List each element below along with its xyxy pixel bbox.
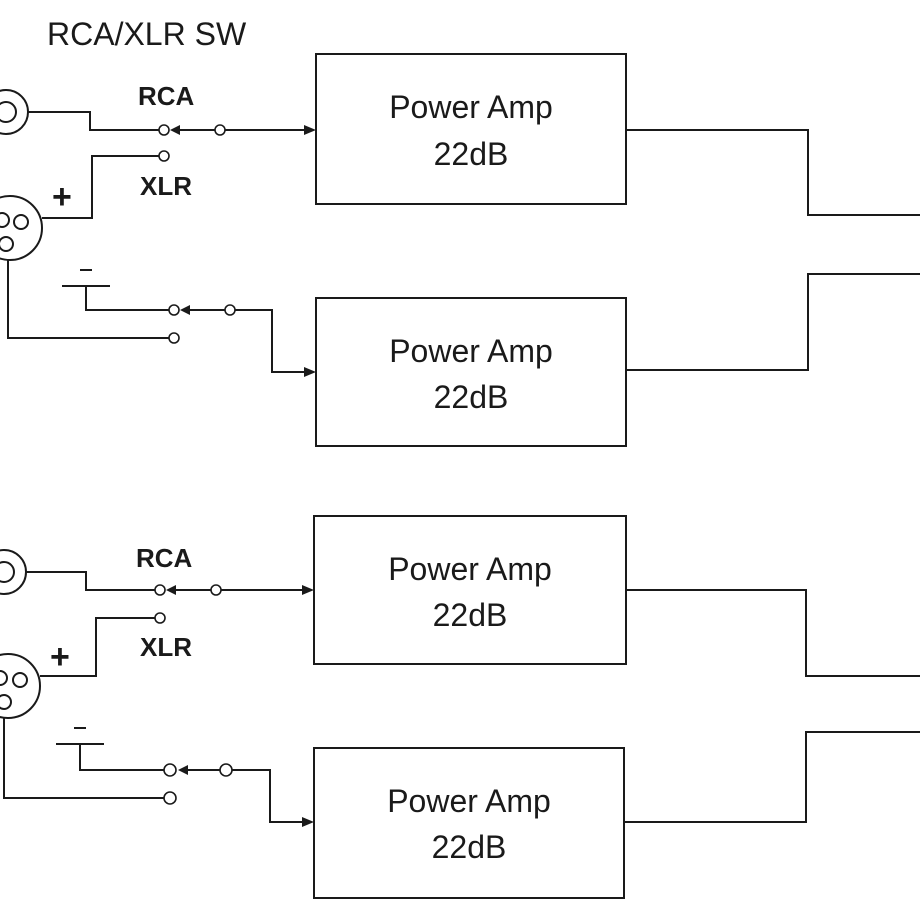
xlr-negative-wire <box>7 260 170 339</box>
signal-wire <box>232 769 306 823</box>
amp-name: Power Amp <box>389 89 553 125</box>
xlr-positive-wire <box>42 155 162 219</box>
xlr-negative-wire <box>3 718 166 799</box>
xlr-positive-wire <box>40 617 158 677</box>
xlr-label: XLR <box>140 632 192 662</box>
amplifier-block: Power Amp 22dB <box>315 297 627 447</box>
switch-common-terminal <box>214 124 226 136</box>
switch-arrow-icon <box>170 125 180 135</box>
signal-arrow-icon <box>302 585 314 595</box>
amp-gain: 22dB <box>432 829 507 865</box>
channel-2: RCA XLR + Power Amp 22dB Power Amp 22dB <box>0 515 920 899</box>
channel-1: RCA XLR + Power Amp 22dB Power Amp 22dB <box>0 53 920 447</box>
amp-gain: 22dB <box>433 597 508 633</box>
amplifier-block: Power Amp 22dB <box>315 53 627 205</box>
switch-terminal-xlr <box>158 150 170 162</box>
rca-jack <box>0 89 29 135</box>
amplifier-block: Power Amp 22dB <box>313 515 627 665</box>
output-wire <box>626 129 920 216</box>
switch-common-terminal <box>219 763 233 777</box>
switch-terminal-rca <box>154 584 166 596</box>
switch-terminal-rca <box>158 124 170 136</box>
amp-name: Power Amp <box>388 551 552 587</box>
signal-arrow-icon <box>304 125 316 135</box>
switch-terminal-ground <box>168 304 180 316</box>
switch-arrow-icon <box>178 765 188 775</box>
output-wire <box>626 589 920 677</box>
amp-name: Power Amp <box>389 333 553 369</box>
rca-label: RCA <box>138 81 195 111</box>
switch-arrow-icon <box>166 585 176 595</box>
xlr-jack <box>0 653 41 719</box>
switch-terminal-ground <box>163 763 177 777</box>
ground-wire <box>85 286 170 311</box>
positive-label: + <box>50 638 70 676</box>
amp-gain: 22dB <box>434 136 509 172</box>
output-wire <box>624 731 920 823</box>
switch-arrow-icon <box>180 305 190 315</box>
switch-terminal-negative <box>168 332 180 344</box>
switch-common-terminal <box>224 304 236 316</box>
positive-label: + <box>52 178 72 216</box>
switch-terminal-negative <box>163 791 177 805</box>
xlr-jack <box>0 195 43 261</box>
ground-wire <box>79 744 166 771</box>
diagram-title: RCA/XLR SW <box>47 16 247 52</box>
switch-terminal-xlr <box>154 612 166 624</box>
signal-wire <box>235 309 308 373</box>
amp-name: Power Amp <box>387 783 551 819</box>
output-wire <box>626 273 920 371</box>
rca-wire <box>26 571 156 591</box>
switch-common-terminal <box>210 584 222 596</box>
signal-arrow-icon <box>302 817 314 827</box>
rca-jack <box>0 549 27 595</box>
rca-label: RCA <box>136 543 193 573</box>
amp-gain: 22dB <box>434 379 509 415</box>
signal-arrow-icon <box>304 367 316 377</box>
amplifier-block: Power Amp 22dB <box>313 747 625 899</box>
xlr-label: XLR <box>140 171 192 201</box>
rca-wire <box>28 111 160 131</box>
